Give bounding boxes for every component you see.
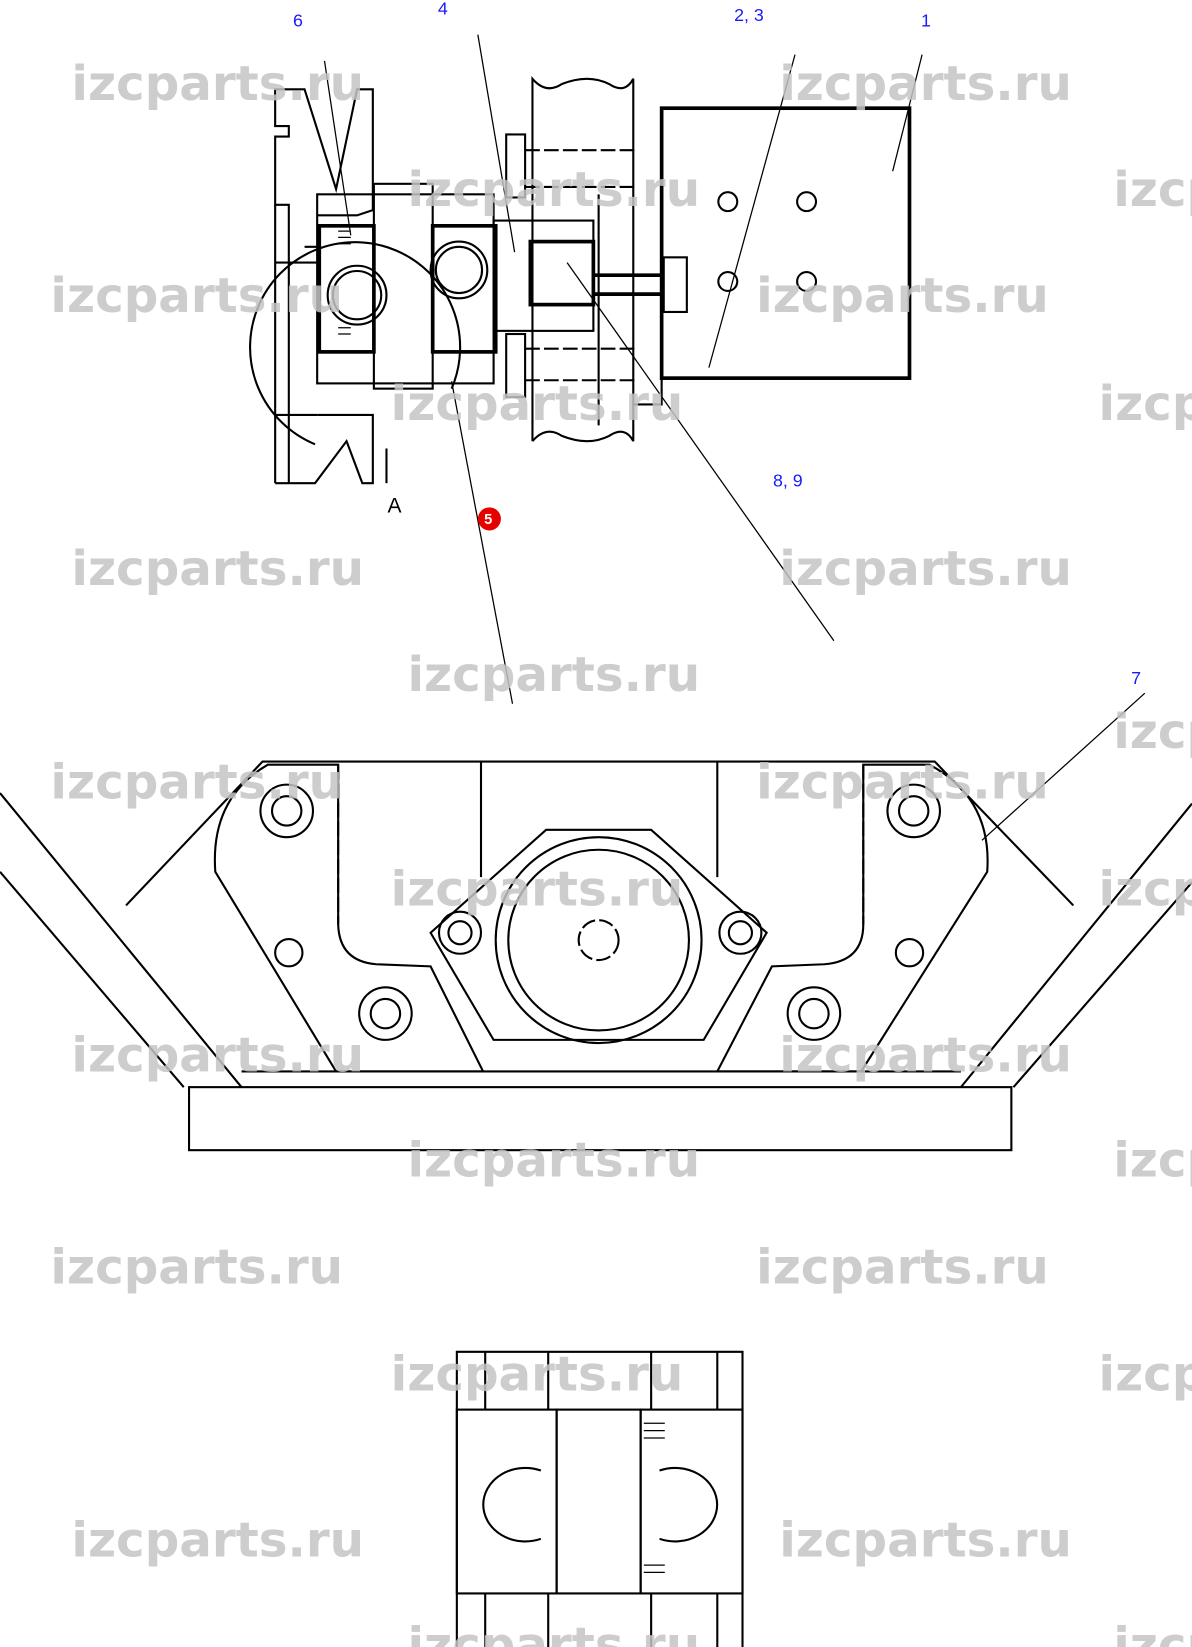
svg-text:izcparts.ru: izcparts.ru: [1113, 1132, 1192, 1188]
pump-housing-outer: [494, 836, 703, 1045]
callout-5[interactable]: 5: [484, 512, 492, 528]
svg-text:izcparts.ru: izcparts.ru: [50, 754, 343, 810]
bracket-plate-left: [213, 763, 485, 1073]
svg-text:izcparts.ru: izcparts.ru: [391, 376, 684, 432]
svg-text:izcparts.ru: izcparts.ru: [779, 541, 1072, 597]
port-arc-right: [659, 1466, 719, 1543]
hole: [796, 191, 818, 213]
svg-text:izcparts.ru: izcparts.ru: [1113, 1618, 1192, 1647]
frame-diagonal: [0, 792, 243, 1088]
hole: [717, 191, 739, 213]
detail-label-a: A: [388, 495, 402, 518]
side-left-block: [455, 1408, 558, 1595]
bracket-plate-1: [659, 106, 912, 380]
side-view: [455, 1350, 744, 1647]
port-left: [331, 269, 383, 321]
svg-text:izcparts.ru: izcparts.ru: [50, 1240, 343, 1296]
callout-1[interactable]: 1: [921, 10, 931, 30]
svg-text:izcparts.ru: izcparts.ru: [407, 1618, 700, 1647]
svg-text:izcparts.ru: izcparts.ru: [71, 56, 364, 112]
hidden-lines: [337, 764, 865, 925]
side-right-block: [639, 1408, 744, 1595]
callout-2-3[interactable]: 2, 3: [734, 5, 764, 25]
svg-text:izcparts.ru: izcparts.ru: [407, 1132, 700, 1188]
svg-text:izcparts.ru: izcparts.ru: [1099, 376, 1192, 432]
frame-diagonal: [1012, 881, 1192, 1088]
leader-line-7: [981, 692, 1146, 841]
frame-member: [531, 75, 635, 443]
hole: [274, 937, 304, 968]
port-arc-left: [482, 1466, 542, 1543]
thread-marks: [643, 1422, 665, 1574]
hole: [717, 270, 739, 293]
svg-text:izcparts.ru: izcparts.ru: [391, 861, 684, 917]
svg-text:izcparts.ru: izcparts.ru: [71, 1027, 364, 1083]
pulley-detail: [274, 204, 318, 484]
bolt-head-upper: [505, 133, 527, 199]
leader-lines: [323, 34, 923, 704]
svg-text:izcparts.ru: izcparts.ru: [407, 162, 700, 218]
mount-plate-outline: [125, 760, 1075, 907]
pulley-flange: [274, 88, 374, 485]
svg-text:izcparts.ru: izcparts.ru: [779, 1027, 1072, 1083]
bolt-2-3: [662, 256, 688, 314]
bolt-head-lower: [505, 332, 527, 399]
callout-5-highlighted[interactable]: 5: [477, 507, 501, 531]
mount-block: [492, 219, 595, 332]
svg-text:izcparts.ru: izcparts.ru: [779, 56, 1072, 112]
frame-diagonal: [0, 871, 185, 1088]
callout-7[interactable]: 7: [1131, 668, 1141, 688]
svg-text:izcparts.ru: izcparts.ru: [71, 541, 364, 597]
svg-text:izcparts.ru: izcparts.ru: [391, 1347, 684, 1403]
top-view: [249, 34, 923, 704]
svg-text:izcparts.ru: izcparts.ru: [756, 754, 1049, 810]
svg-text:izcparts.ru: izcparts.ru: [756, 1240, 1049, 1296]
pump-left-section: [317, 223, 376, 354]
callout-8-9[interactable]: 8, 9: [773, 470, 803, 490]
pump-body: [316, 193, 495, 385]
svg-text:izcparts.ru: izcparts.ru: [407, 647, 700, 703]
svg-text:izcparts.ru: izcparts.ru: [1099, 861, 1192, 917]
svg-text:izcparts.ru: izcparts.ru: [50, 268, 343, 324]
port-right: [434, 245, 484, 295]
side-upper-lines: [484, 1351, 719, 1410]
pump-right-section: [430, 223, 498, 354]
svg-text:izcparts.ru: izcparts.ru: [756, 268, 1049, 324]
callout-4[interactable]: 4: [438, 0, 448, 19]
hole: [894, 937, 925, 968]
callout-6[interactable]: 6: [293, 10, 303, 30]
svg-text:izcparts.ru: izcparts.ru: [779, 1513, 1072, 1569]
bracket-plate-right: [715, 763, 989, 1073]
detail-circle-a: [249, 241, 462, 446]
frame-diagonal: [960, 802, 1192, 1088]
pump-housing-inner: [507, 848, 690, 1032]
svg-text:izcparts.ru: izcparts.ru: [1113, 704, 1192, 760]
pump-flange: [429, 828, 769, 1041]
side-center-block: [555, 1408, 642, 1595]
side-lower-lines: [484, 1593, 719, 1647]
highlight-badge: [477, 507, 501, 531]
front-view: [0, 692, 1192, 1152]
port-right-outer: [429, 240, 489, 300]
svg-text:izcparts.ru: izcparts.ru: [1099, 1347, 1192, 1403]
watermarks: izcparts.ru izcparts.ru izcparts.ru izcp…: [50, 56, 1192, 1647]
base-plate: [187, 1086, 1013, 1152]
svg-text:izcparts.ru: izcparts.ru: [71, 1513, 364, 1569]
shaft: [577, 919, 620, 962]
svg-text:izcparts.ru: izcparts.ru: [1113, 162, 1192, 218]
bolts: [259, 783, 941, 1041]
port-left-outer: [326, 264, 388, 326]
hole: [796, 270, 818, 293]
mount-inner: [528, 239, 596, 307]
